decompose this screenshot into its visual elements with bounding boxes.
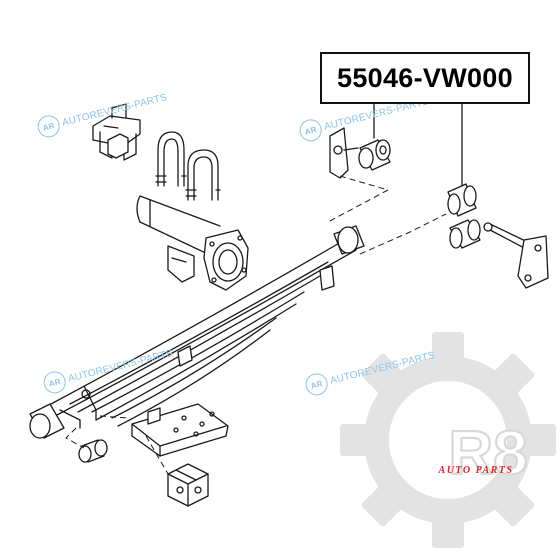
assembly-dashes [65,175,447,475]
shackle-bracket [329,127,359,179]
logo-tagline: AUTO PARTS [438,465,514,476]
gear-icon [340,332,556,548]
u-bolt-right [185,149,221,201]
u-bolt-left [155,131,187,187]
rubber-block [167,463,209,507]
bumper-bracket [92,103,141,161]
rear-shackle [447,183,549,289]
leader-lines [373,103,463,187]
target-bushing-upper [358,139,391,171]
leaf-spring [35,225,365,427]
front-spring-bushing [29,403,81,439]
r8-logo: R8 AUTO PARTS [340,332,556,548]
part-number-label: 55046-VW000 [337,62,513,93]
spring-seat-plate [131,403,229,457]
part-number-callout: 55046-VW000 [320,52,530,104]
logo-mark: R8 [448,419,527,488]
front-bushing [78,439,108,463]
axle-housing [136,195,249,291]
